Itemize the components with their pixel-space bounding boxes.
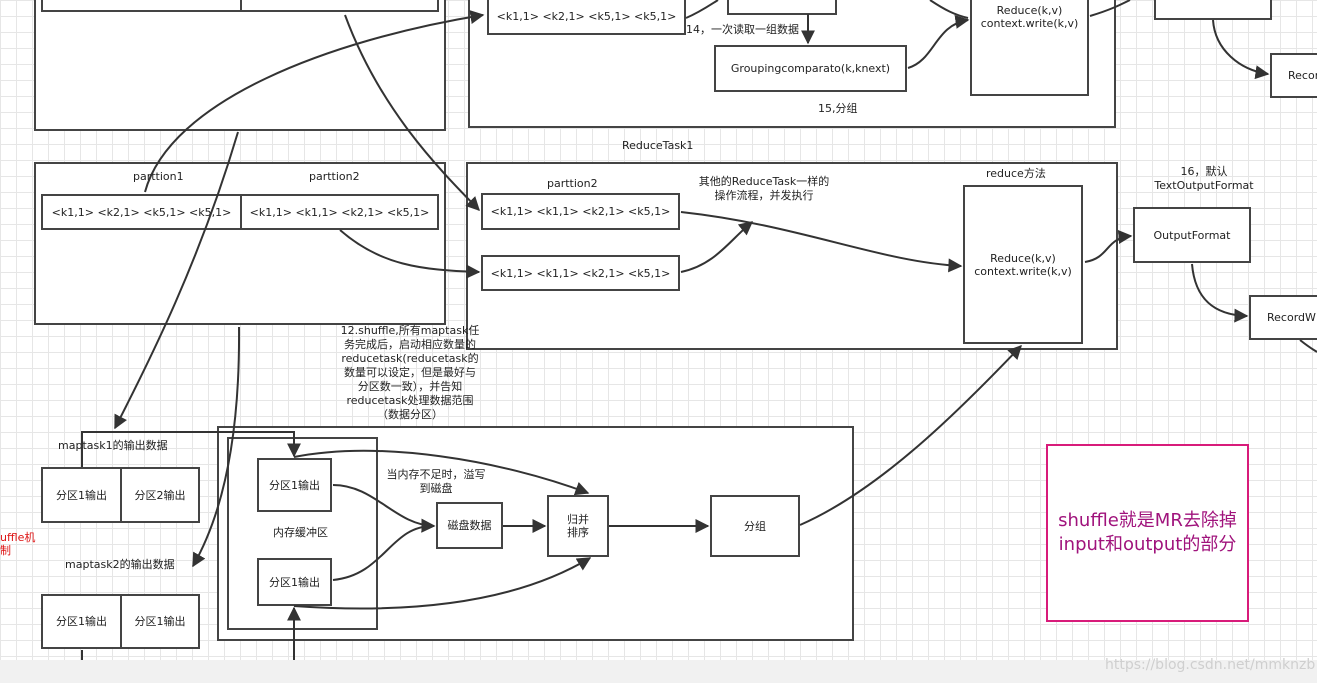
arrow-outputformat-to-recordwriter — [1191, 263, 1249, 323]
reduce-method-title: reduce方法 — [986, 167, 1046, 180]
maptask1-title: maptask1的输出数据 — [58, 439, 168, 452]
top-left-row-cell-1 — [41, 0, 242, 12]
top-reduce-label: Reduce(k,v) context.write(k,v) — [980, 4, 1079, 30]
spill-note: 当内存不足时，溢写 到磁盘 — [386, 468, 486, 495]
buffer-partition-bottom-label: 分区1输出 — [269, 575, 320, 589]
maptask2-cell-2: 分区1输出 — [120, 594, 200, 649]
maptask1-cell-2: 分区2输出 — [120, 467, 200, 523]
top-left-container — [34, 0, 446, 131]
top-left-row-cell-2 — [240, 0, 439, 12]
watermark: https://blog.csdn.net/mmknzb — [1105, 657, 1316, 673]
reduce-box: Reduce(k,v) context.write(k,v) — [963, 185, 1083, 344]
maptask1-cell-1-label: 分区1输出 — [56, 488, 107, 502]
buffer-partition-top-label: 分区1输出 — [269, 478, 320, 492]
default-output-note: 16，默认 TextOutputFormat — [1154, 165, 1254, 192]
reducetask-row-1-text: <k1,1> <k1,1> <k2,1> <k5,1> — [490, 205, 671, 218]
shuffle-step-note: 12.shuffle,所有maptask任 务完成后，启动相应数量的 reduc… — [340, 324, 480, 421]
partitions-container — [34, 162, 446, 325]
top-kv-row: <k1,1> <k2,1> <k5,1> <k5,1> — [487, 0, 686, 35]
partition2-title: parttion2 — [309, 170, 360, 183]
reducetask-row-2: <k1,1> <k1,1> <k2,1> <k5,1> — [481, 255, 680, 291]
merge-sort-box: 归并 排序 — [547, 495, 609, 557]
maptask1-cell-1: 分区1输出 — [41, 467, 122, 523]
maptask2-cell-2-label: 分区1输出 — [134, 615, 186, 628]
arrow-top-right-to-record — [1212, 19, 1270, 80]
top-kv-row-text: <k1,1> <k2,1> <k5,1> <k5,1> — [496, 10, 677, 23]
partition1-title: parttion1 — [133, 170, 184, 183]
maptask2-cell-1-label: 分区1输出 — [56, 615, 107, 628]
reducetask-partition-title: parttion2 — [547, 177, 598, 190]
bottom-scroll-bar — [0, 660, 1317, 683]
shuffle-definition-note: shuffle就是MR去除掉input和output的部分 — [1046, 444, 1249, 622]
disk-data-label: 磁盘数据 — [447, 519, 492, 532]
top-right-cut-box — [1154, 0, 1272, 20]
grouping-comparator-label: Groupingcomparato(k,knext) — [730, 62, 891, 75]
reduce-box-label: Reduce(k,v) context.write(k,v) — [974, 251, 1072, 278]
top-cut-box — [727, 0, 837, 15]
group-step-label: 15,分组 — [818, 102, 858, 115]
shuffle-mechanism-cut-label: uffle机 制 — [0, 531, 36, 557]
partition2-row-text: <k1,1> <k1,1> <k2,1> <k5,1> — [249, 205, 430, 219]
group-box-label: 分组 — [744, 519, 766, 533]
partition2-row: <k1,1> <k1,1> <k2,1> <k5,1> — [240, 194, 439, 230]
outputformat-label: OutputFormat — [1153, 228, 1231, 242]
buffer-partition-top: 分区1输出 — [257, 458, 332, 512]
shuffle-definition-text: shuffle就是MR去除掉input和output的部分 — [1058, 510, 1237, 555]
memory-buffer-label: 内存缓冲区 — [273, 526, 328, 539]
recordwriter-label: RecordW — [1267, 311, 1316, 324]
partition1-row-text: <k1,1> <k2,1> <k5,1> <k5,1> — [51, 205, 232, 219]
disk-data-box: 磁盘数据 — [436, 502, 503, 549]
buffer-partition-bottom: 分区1输出 — [257, 558, 332, 606]
merge-sort-label: 归并 排序 — [567, 513, 589, 539]
partition1-row: <k1,1> <k2,1> <k5,1> <k5,1> — [41, 194, 242, 230]
reducetask-row-1: <k1,1> <k1,1> <k2,1> <k5,1> — [481, 193, 680, 230]
group-box: 分组 — [710, 495, 800, 557]
outputformat-box: OutputFormat — [1133, 207, 1251, 263]
reducetask1-title: ReduceTask1 — [622, 139, 694, 152]
recordwriter-box: RecordW — [1249, 295, 1317, 340]
reducetask-row-2-text: <k1,1> <k1,1> <k2,1> <k5,1> — [490, 266, 671, 280]
maptask1-cell-2-label: 分区2输出 — [134, 488, 186, 502]
line-recordwriter-exit — [1299, 339, 1317, 353]
top-record-box: Recor — [1270, 53, 1317, 98]
read-group-note: 14，一次读取一组数据 — [686, 23, 799, 36]
top-record-label: Recor — [1288, 69, 1317, 82]
grouping-comparator-box: Groupingcomparato(k,knext) — [714, 45, 907, 92]
other-reducetask-note: 其他的ReduceTask一样的 操作流程，并发执行 — [698, 175, 830, 202]
top-reduce-box: Reduce(k,v) context.write(k,v) — [970, 0, 1089, 96]
maptask2-cell-1: 分区1输出 — [41, 594, 122, 649]
maptask2-title: maptask2的输出数据 — [65, 558, 175, 571]
